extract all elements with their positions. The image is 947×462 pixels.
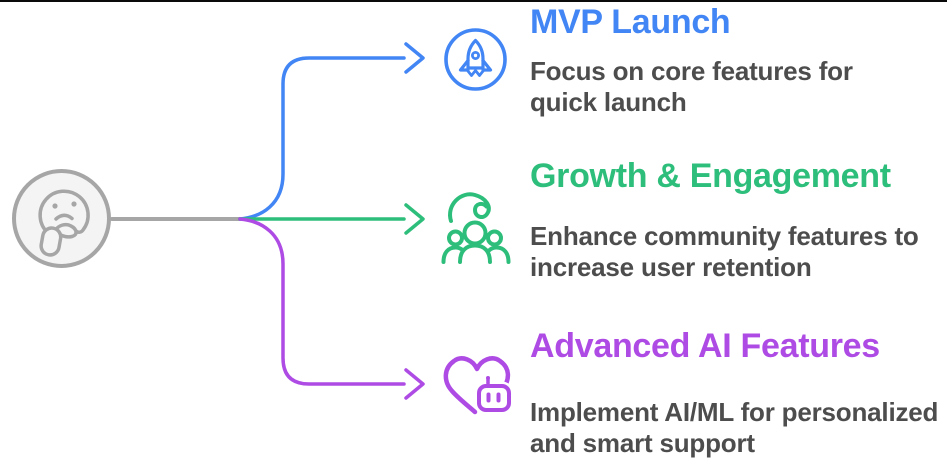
thinking-face-icon [12,169,111,268]
item-title-advanced-ai: Advanced AI Features [530,327,880,365]
arrowhead-growth-engagement [404,203,425,235]
rocket-icon [444,28,507,91]
description-line: and smart support [530,428,755,458]
description-line: increase user retention [530,252,812,282]
arrowhead-advanced-ai [404,368,425,400]
item-description-advanced-ai: Implement AI/ML for personalized and sma… [530,397,947,459]
branch-line-mvp-launch [238,56,406,221]
description-line: Enhance community features to [530,221,919,251]
branch-line-advanced-ai [238,217,406,386]
community-icon [441,192,511,264]
arrowhead-mvp-launch [404,42,425,74]
description-line: quick launch [530,87,687,117]
item-title-growth-engagement: Growth & Engagement [530,157,891,195]
item-description-mvp-launch: Focus on core features for quick launch [530,56,947,118]
item-title-mvp-launch: MVP Launch [530,3,731,41]
description-line: Implement AI/ML for personalized [530,397,939,427]
top-border [0,0,947,2]
heart-robot-icon [443,356,513,415]
description-line: Focus on core features for [530,56,853,86]
item-description-growth-engagement: Enhance community features to increase u… [530,221,947,283]
